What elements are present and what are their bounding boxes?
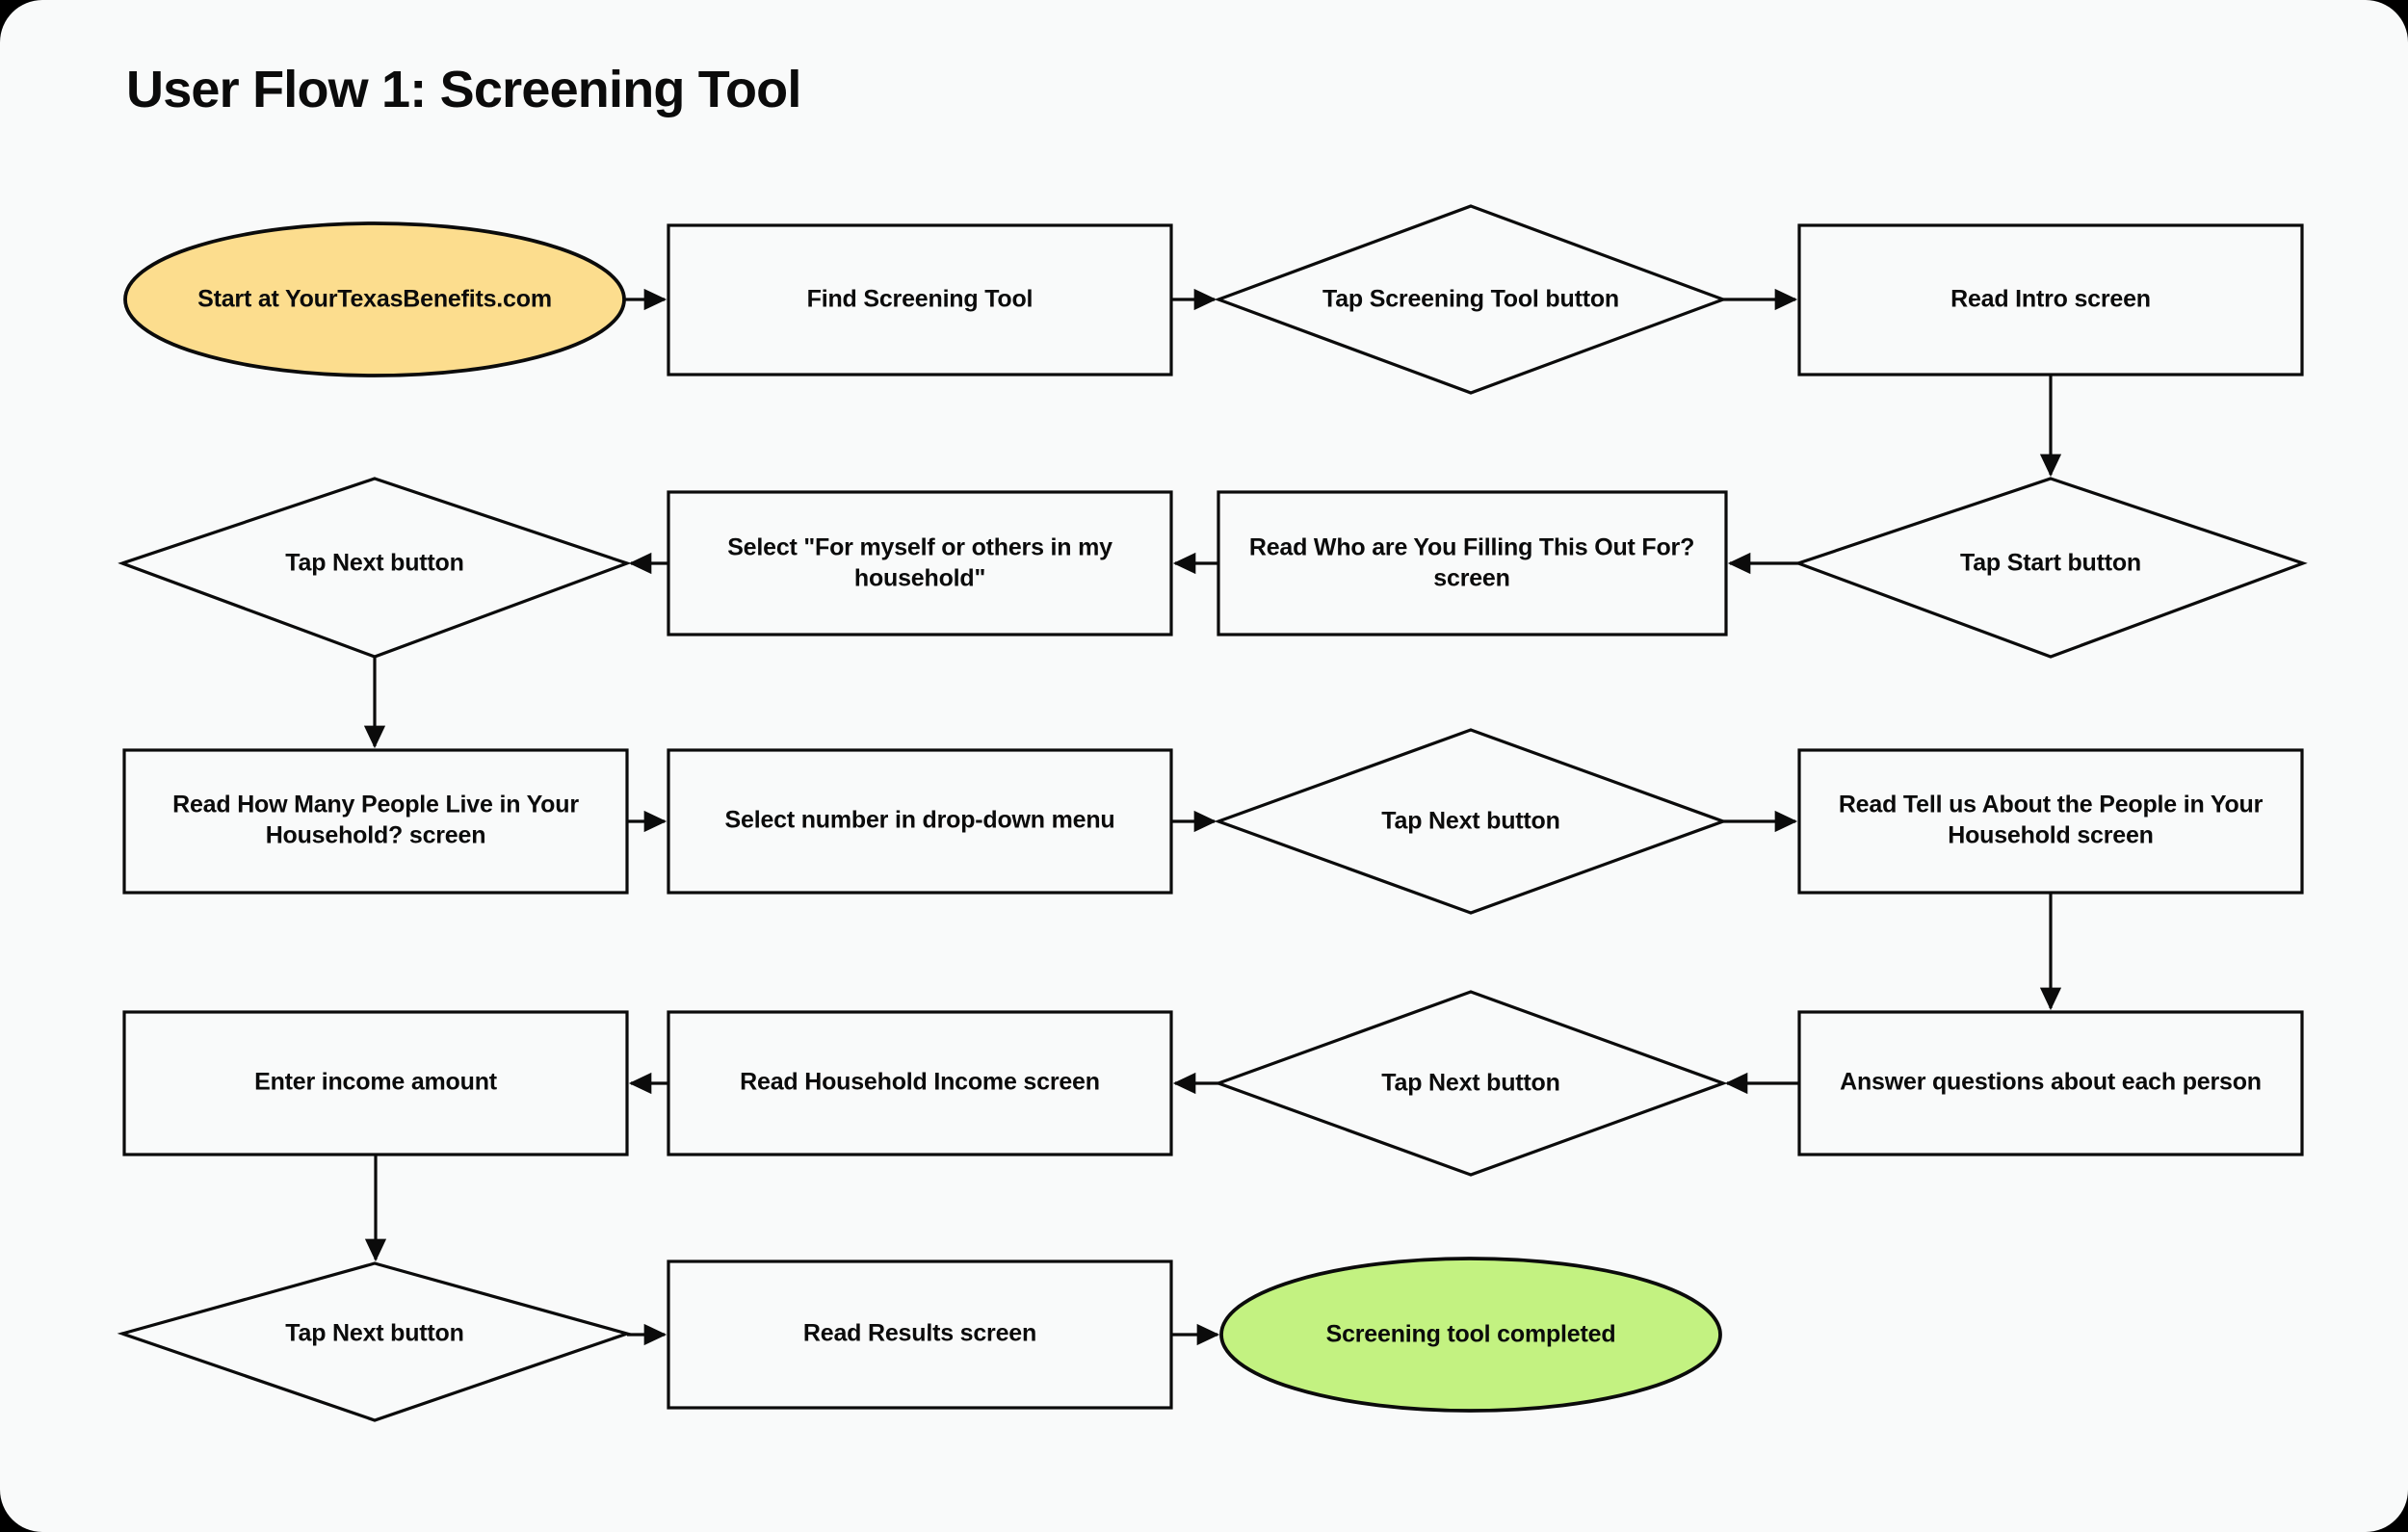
node-read-intro-screen[interactable]: Read Intro screen [1797, 223, 2304, 377]
node-label: Find Screening Tool [807, 286, 1034, 313]
node-label: Tap Next button [285, 550, 463, 577]
node-label: household" [854, 565, 985, 592]
node-label: screen [1433, 565, 1509, 592]
node-label: Read How Many People Live in Your [172, 792, 579, 818]
node-enter-income-amount[interactable]: Enter income amount [122, 1010, 629, 1156]
node-label: Tap Screening Tool button [1322, 286, 1619, 313]
node-label: Read Household Income screen [740, 1069, 1100, 1096]
node-select-for-myself-or-others[interactable]: Select "For myself or others in my house… [667, 490, 1173, 636]
node-label: Start at YourTexasBenefits.com [197, 286, 552, 313]
node-label: Household screen [1948, 822, 2154, 849]
node-tap-next-button-row5[interactable]: Tap Next button [117, 1261, 633, 1422]
node-label: Select number in drop-down menu [725, 807, 1115, 834]
node-read-household-income-screen[interactable]: Read Household Income screen [667, 1010, 1173, 1156]
node-read-who-are-you-filling-this-out-for-screen[interactable]: Read Who are You Filling This Out For? s… [1217, 490, 1728, 636]
node-label: Read Tell us About the People in Your [1839, 792, 2264, 818]
node-label: Screening tool completed [1326, 1321, 1616, 1348]
node-read-tell-us-about-the-people-screen[interactable]: Read Tell us About the People in Your Ho… [1797, 748, 2304, 895]
page-title: User Flow 1: Screening Tool [126, 61, 801, 118]
node-tap-next-button-row2[interactable]: Tap Next button [118, 477, 632, 659]
node-select-number-in-drop-down-menu[interactable]: Select number in drop-down menu [667, 748, 1173, 895]
node-screening-tool-completed[interactable]: Screening tool completed [1219, 1257, 1722, 1413]
node-start-at-yourtexasbenefits[interactable]: Start at YourTexasBenefits.com [123, 221, 626, 377]
node-label: Tap Next button [285, 1320, 463, 1347]
node-tap-next-button-row3[interactable]: Tap Next button [1214, 728, 1728, 915]
node-tap-screening-tool-button[interactable]: Tap Screening Tool button [1214, 204, 1728, 395]
node-label: Read Results screen [803, 1320, 1036, 1347]
node-read-how-many-people-live-in-your-household-screen[interactable]: Read How Many People Live in Your Househ… [122, 748, 629, 895]
node-label: Read Who are You Filling This Out For? [1249, 534, 1694, 561]
node-label: Tap Next button [1381, 808, 1559, 835]
node-tap-next-button-row4[interactable]: Tap Next button [1214, 990, 1728, 1177]
node-label: Tap Next button [1381, 1070, 1559, 1097]
node-tap-start-button[interactable]: Tap Start button [1793, 477, 2308, 659]
node-label: Enter income amount [254, 1069, 498, 1096]
node-label: Household? screen [266, 822, 486, 849]
node-answer-questions-about-each-person[interactable]: Answer questions about each person [1797, 1010, 2304, 1156]
node-read-results-screen[interactable]: Read Results screen [667, 1259, 1173, 1410]
node-label: Answer questions about each person [1840, 1069, 2262, 1096]
node-label: Tap Start button [1960, 550, 2141, 577]
node-find-screening-tool[interactable]: Find Screening Tool [667, 223, 1173, 377]
node-label: Select "For myself or others in my [727, 534, 1112, 561]
node-label: Read Intro screen [1950, 286, 2151, 313]
